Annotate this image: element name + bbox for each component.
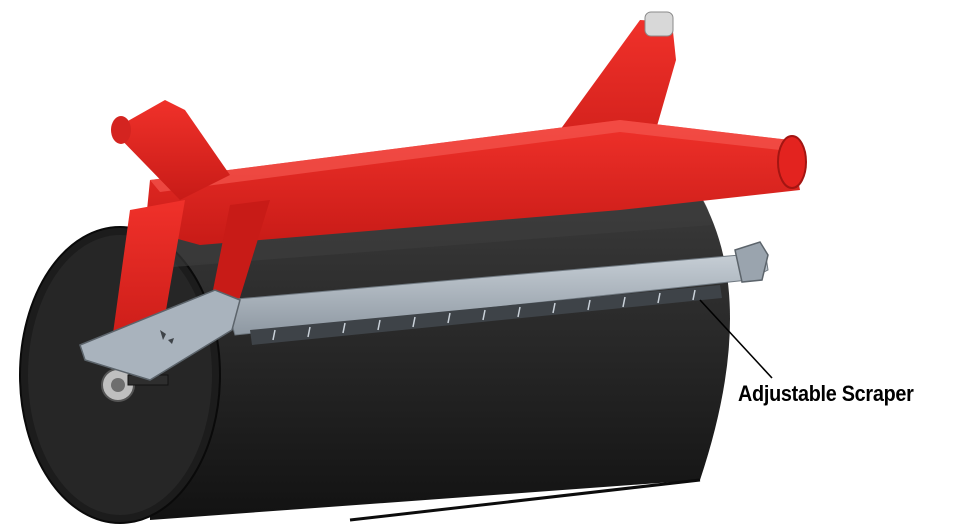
adjustable-scraper-callout-label: Adjustable Scraper bbox=[738, 381, 914, 407]
